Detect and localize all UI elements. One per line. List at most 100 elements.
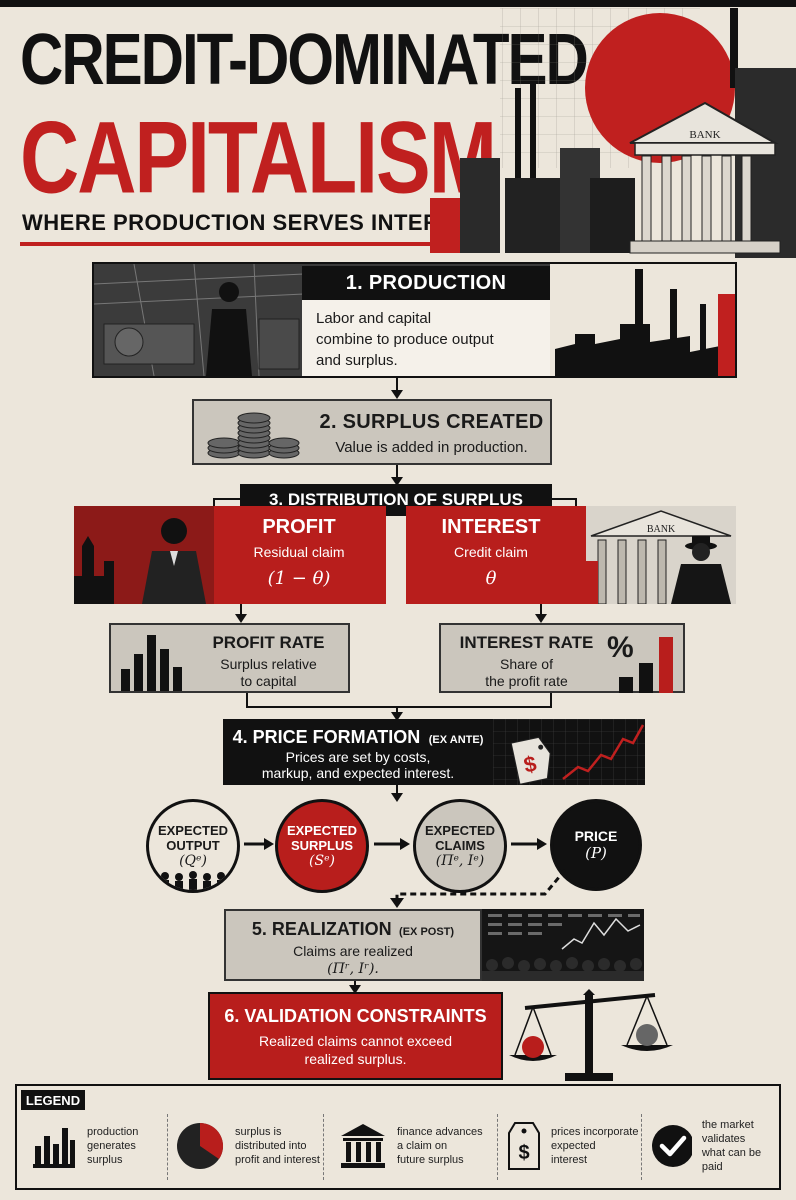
businessman-skyline-illustration xyxy=(74,506,214,604)
interest-title: INTEREST xyxy=(441,516,541,538)
arrow-5-6 xyxy=(354,981,356,987)
profit-rate-title: PROFIT RATE xyxy=(212,633,325,652)
title-underline xyxy=(20,242,440,246)
interest-panel: INTEREST Credit claim θ BANK xyxy=(406,506,736,604)
price-tag-icon: $ xyxy=(508,1122,540,1170)
step2-text: Value is added in production. xyxy=(335,439,528,456)
percent-icon: % xyxy=(607,631,634,664)
profit-rate-text: Surplus relative to capital xyxy=(191,656,346,690)
step4-panel: 4. PRICE FORMATION (EX ANTE) Prices are … xyxy=(223,719,645,785)
interest-rate-title: INTEREST RATE xyxy=(459,633,594,652)
bank-sign-text: BANK xyxy=(689,129,720,141)
expected-surplus-label2: SURPLUS xyxy=(290,838,354,853)
split-arrow-right xyxy=(575,498,577,508)
step6-text-line1: Realized claims cannot exceed xyxy=(259,1033,452,1049)
profit-text: Residual claim xyxy=(253,544,345,560)
split-line-right xyxy=(552,498,577,500)
legend-divider-4 xyxy=(641,1114,642,1180)
split-line-left xyxy=(213,498,240,500)
arrow-4-circles xyxy=(396,785,398,795)
step5-text: Claims are realized xyxy=(293,943,413,959)
arrow-claims-price xyxy=(511,838,547,850)
interest-bank-sign: BANK xyxy=(647,524,676,535)
bar-chart-icon xyxy=(121,635,182,691)
arrow-1-2 xyxy=(396,378,398,392)
title-line1: CREDIT-DOMINATED xyxy=(20,19,589,100)
arrow-1-2-head xyxy=(391,390,403,399)
step6-panel: 6. VALIDATION CONSTRAINTS Realized claim… xyxy=(208,992,503,1080)
step1-title-bar: 1. PRODUCTION xyxy=(302,266,550,300)
title-line2: CAPITALISM xyxy=(20,101,497,215)
arrow-2-3-head xyxy=(391,477,403,486)
expected-claims-circle: EXPECTED CLAIMS (Πᵉ, Iᵉ) xyxy=(413,799,507,893)
merge-line-horizontal xyxy=(246,706,552,708)
dashed-arrow-price-realization xyxy=(390,869,567,908)
profit-formula: (1 − θ) xyxy=(267,568,331,589)
interest-formula: θ xyxy=(485,568,497,589)
step4-text-line1: Prices are set by costs, xyxy=(285,749,431,765)
profit-title: PROFIT xyxy=(262,516,336,538)
expected-output-label2: OUTPUT xyxy=(166,838,220,853)
bank-banker-illustration: BANK xyxy=(586,506,736,604)
price-circle: PRICE (P) xyxy=(550,799,642,891)
arrow-output-surplus xyxy=(244,838,274,850)
arrow-interest-rate-head xyxy=(535,614,547,623)
arrow-interest-rate xyxy=(540,604,542,616)
price-tag-dollar: $ xyxy=(521,751,538,778)
legend-divider-2 xyxy=(323,1114,324,1180)
profit-rate-text-line2: to capital xyxy=(240,673,297,689)
step4-title: 4. PRICE FORMATION xyxy=(232,727,421,747)
step5-panel: 5. REALIZATION (EX POST) Claims are real… xyxy=(224,909,482,981)
step5-title-row: 5. REALIZATION (EX POST) xyxy=(226,919,480,940)
interest-rate-text: Share of the profit rate xyxy=(449,656,604,690)
step6-text: Realized claims cannot exceed realized s… xyxy=(210,1032,501,1068)
balance-scale-icon xyxy=(509,989,673,1081)
price-formula: (P) xyxy=(585,844,607,862)
split-arrow-left xyxy=(213,498,215,508)
step1-text-line2: combine to produce output xyxy=(316,331,494,348)
bank-icon xyxy=(341,1124,385,1168)
expected-claims-formula: (Πᵉ, Iᵉ) xyxy=(435,853,485,869)
expected-surplus-label1: EXPECTED xyxy=(286,823,358,838)
interest-rate-text-line2: the profit rate xyxy=(485,673,568,689)
expected-surplus-formula: (Sᵉ) xyxy=(309,853,335,869)
step5-title: 5. REALIZATION xyxy=(251,919,392,939)
step1-panel: 1. PRODUCTION Labor and capital combine … xyxy=(92,262,737,378)
step4-text: Prices are set by costs, markup, and exp… xyxy=(223,749,493,781)
price-chart-illustration: $ xyxy=(493,719,645,785)
subtitle: WHERE PRODUCTION SERVES INTEREST xyxy=(22,210,484,235)
arrow-4-circles-head xyxy=(391,793,403,802)
profit-rate-panel: PROFIT RATE Surplus relative to capital xyxy=(109,623,350,693)
top-border xyxy=(0,0,796,7)
pie-chart-icon xyxy=(177,1123,224,1169)
step1-text-line1: Labor and capital xyxy=(316,310,432,327)
price-label: PRICE xyxy=(574,828,618,844)
crowd-icon xyxy=(161,871,225,890)
legend-title: LEGEND xyxy=(21,1090,85,1110)
header-skyline-illustration: BANK xyxy=(430,8,796,258)
arrow-3-4 xyxy=(396,706,398,714)
step1-title: 1. PRODUCTION xyxy=(345,271,507,294)
checkmark-icon xyxy=(652,1125,692,1167)
merge-line-right xyxy=(550,693,552,707)
legend-divider-1 xyxy=(167,1114,168,1180)
profit-rate-text-line1: Surplus relative xyxy=(220,656,317,672)
stock-board-crowd-illustration xyxy=(482,909,644,981)
step3-title: 3. DISTRIBUTION OF SURPLUS xyxy=(268,490,524,509)
legend-divider-3 xyxy=(497,1114,498,1180)
arrow-profit-rate-head xyxy=(235,614,247,623)
expected-output-formula: (Qᵉ) xyxy=(179,853,207,869)
coin-stack-icon xyxy=(207,412,300,459)
expected-output-circle: EXPECTED OUTPUT (Qᵉ) xyxy=(146,799,240,893)
interest-rate-panel: INTEREST RATE Share of the profit rate % xyxy=(439,623,685,693)
step2-title: 2. SURPLUS CREATED xyxy=(319,411,544,433)
